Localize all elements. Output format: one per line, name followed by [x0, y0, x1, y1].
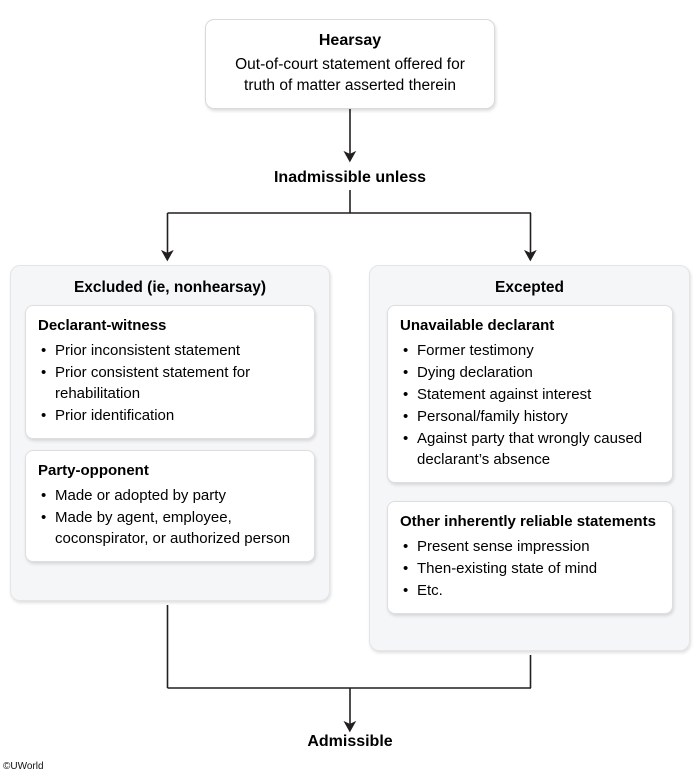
card-party-opponent: Party-opponent Made or adopted by party … — [25, 450, 315, 562]
card-other-inherently-reliable-statements: Other inherently reliable statements Pre… — [387, 501, 673, 614]
card-declarant-witness: Declarant-witness Prior inconsistent sta… — [25, 305, 315, 439]
card-party-opponent-list: Made or adopted by party Made by agent, … — [38, 485, 302, 549]
list-item: Then-existing state of mind — [400, 558, 660, 579]
label-admissible: Admissible — [307, 733, 393, 750]
card-unavailable-declarant-list: Former testimony Dying declaration State… — [400, 340, 660, 470]
list-item: Statement against interest — [400, 384, 660, 405]
card-declarant-witness-list: Prior inconsistent statement Prior consi… — [38, 340, 302, 426]
list-item: Prior consistent statement for rehabilit… — [38, 362, 302, 404]
list-item: Made by agent, employee, coconspirator, … — [38, 507, 302, 549]
list-item: Against party that wrongly caused declar… — [400, 428, 660, 470]
list-item: Prior identification — [38, 405, 302, 426]
panel-excepted-title: Excepted — [495, 279, 564, 296]
list-item: Dying declaration — [400, 362, 660, 383]
card-declarant-witness-title: Declarant-witness — [38, 317, 167, 334]
list-item: Prior inconsistent statement — [38, 340, 302, 361]
node-hearsay: Hearsay Out-of-court statement offered f… — [205, 19, 495, 109]
label-inadmissible-unless: Inadmissible unless — [273, 169, 427, 186]
card-unavailable-declarant-title: Unavailable declarant — [400, 317, 555, 334]
list-item: Former testimony — [400, 340, 660, 361]
card-other-inherently-reliable-statements-title: Other inherently reliable statements — [400, 513, 656, 530]
card-unavailable-declarant: Unavailable declarant Former testimony D… — [387, 305, 673, 483]
node-hearsay-title: Hearsay — [318, 32, 382, 49]
list-item: Personal/family history — [400, 406, 660, 427]
card-other-inherently-reliable-statements-list: Present sense impression Then-existing s… — [400, 536, 660, 601]
list-item: Made or adopted by party — [38, 485, 302, 506]
node-hearsay-description: Out-of-court statement offered for truth… — [235, 56, 465, 94]
card-party-opponent-title: Party-opponent — [38, 462, 149, 479]
copyright-notice: ©UWorld — [3, 761, 44, 772]
list-item: Present sense impression — [400, 536, 660, 557]
list-item: Etc. — [400, 580, 660, 601]
panel-excluded-title: Excluded (ie, nonhearsay) — [73, 279, 267, 296]
